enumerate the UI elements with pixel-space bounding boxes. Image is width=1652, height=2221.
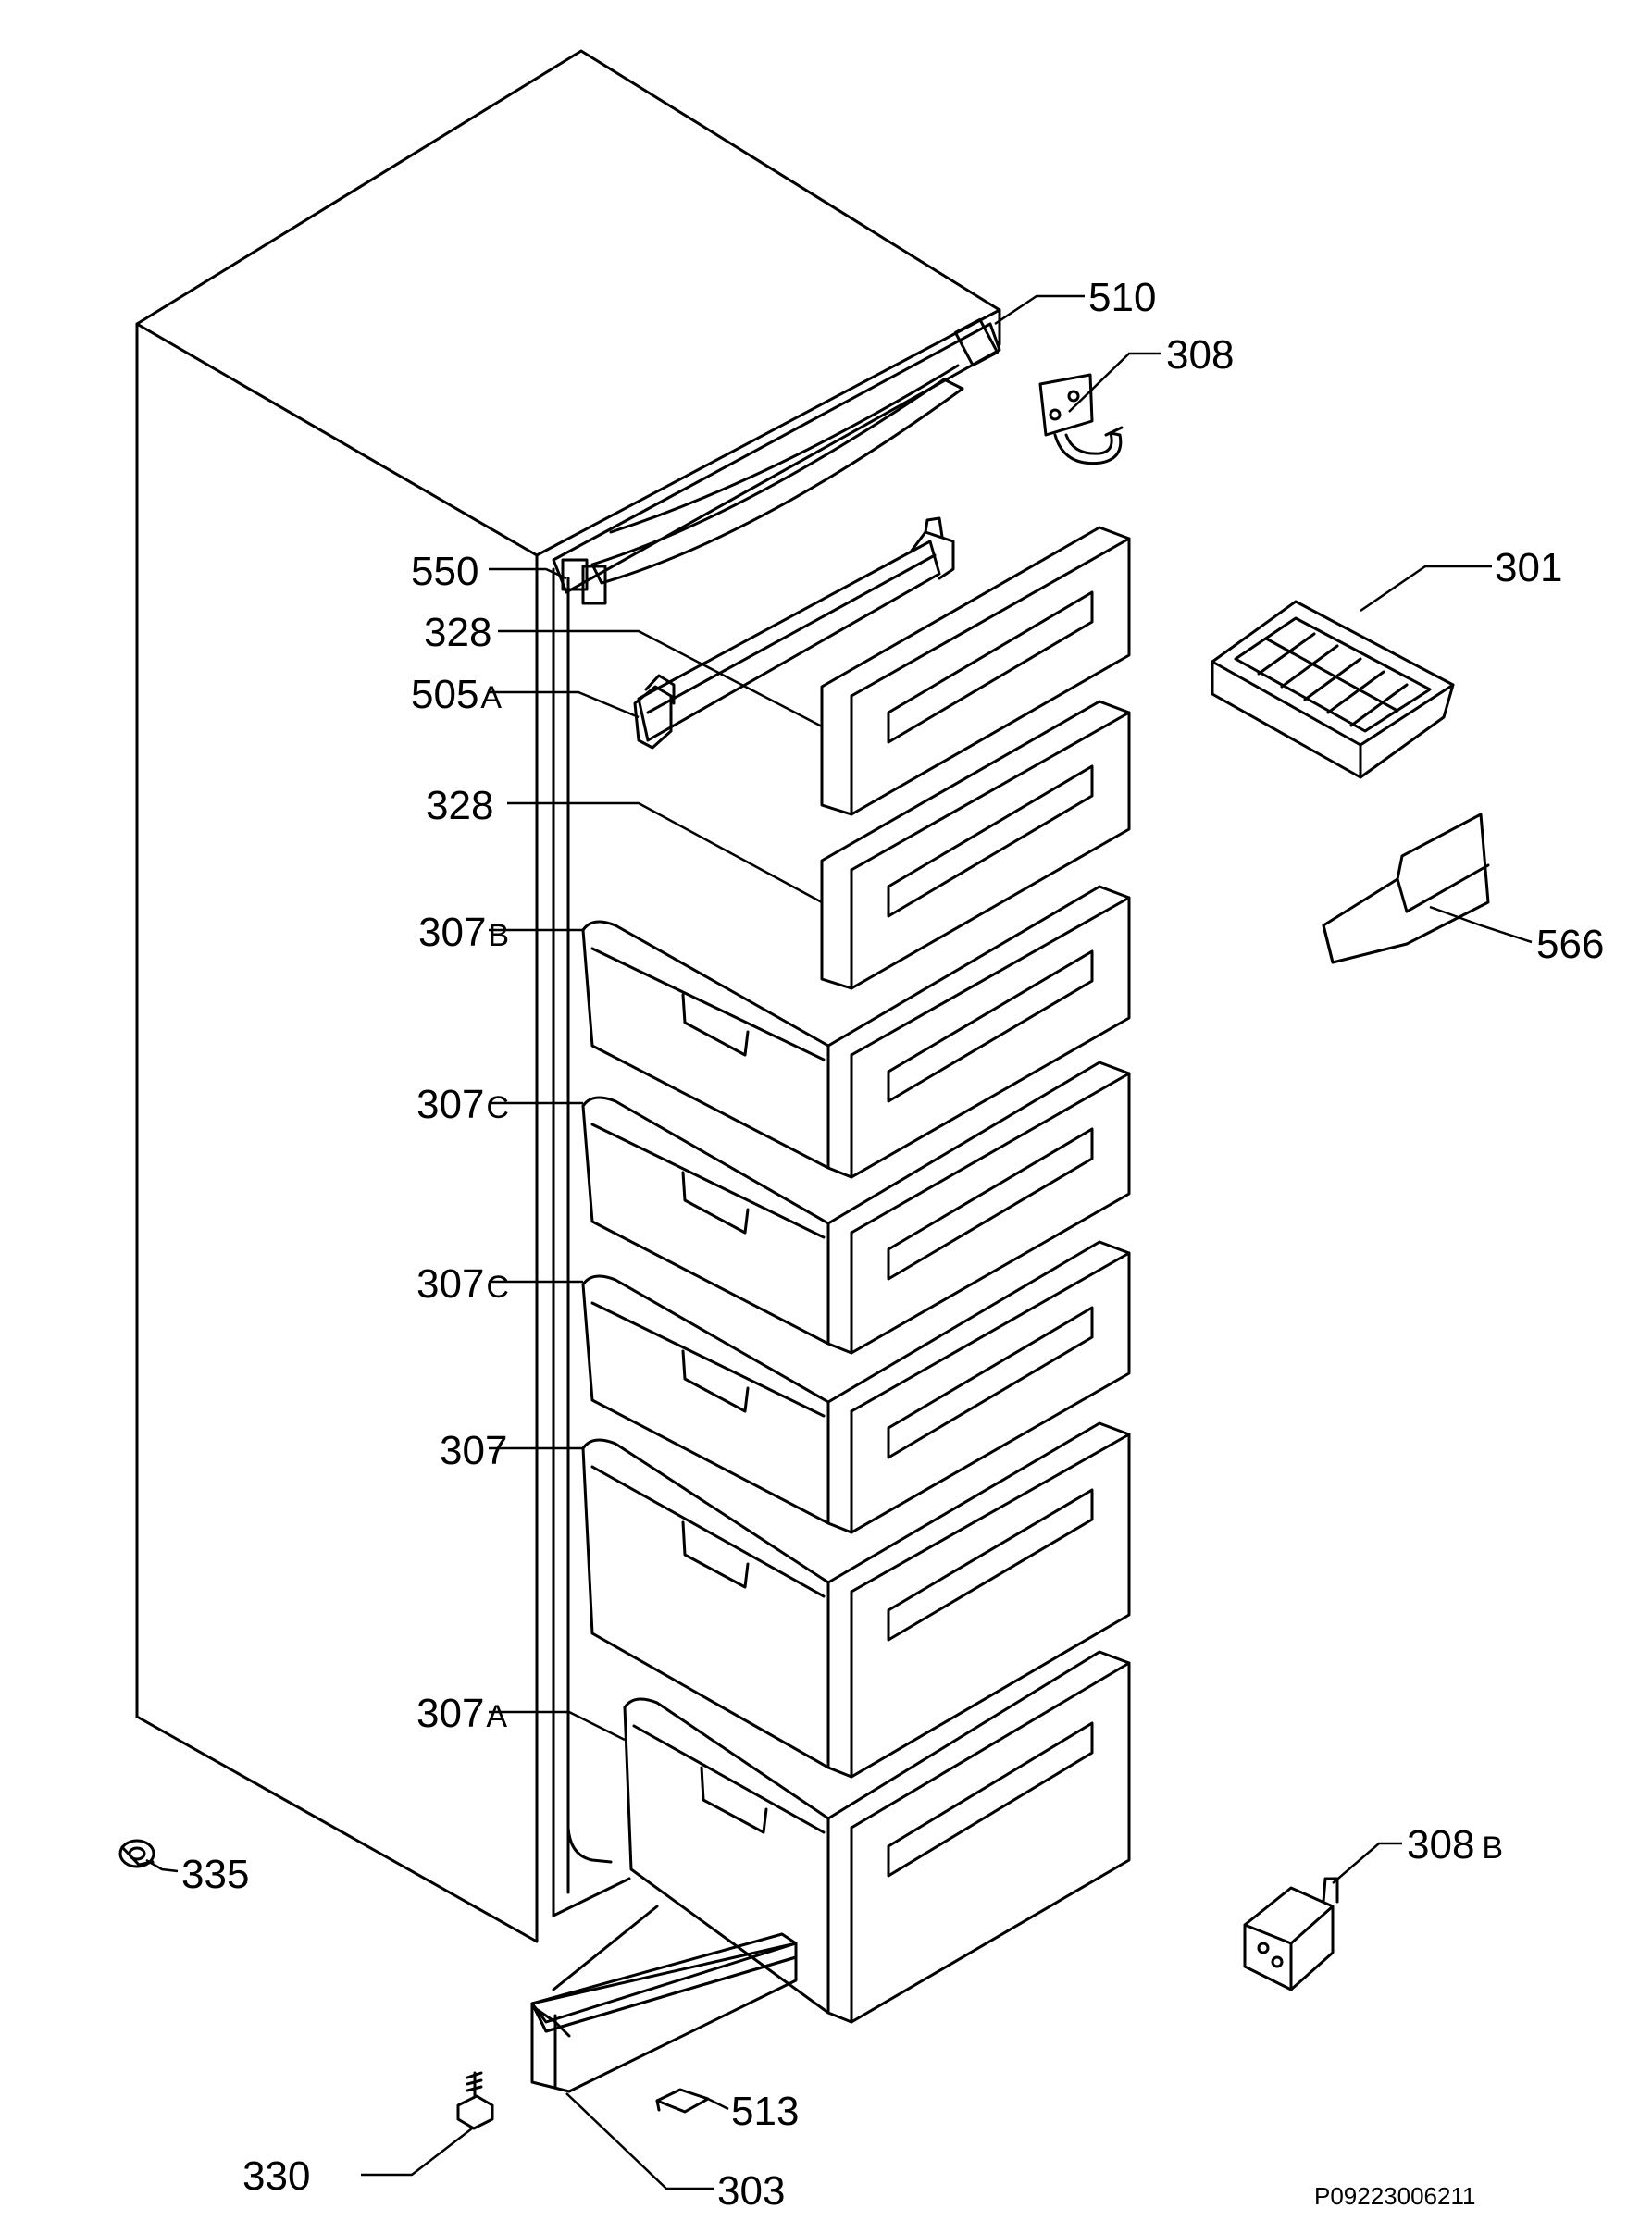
label-510: 510 [1088,275,1156,320]
adjustable-foot [456,2071,494,2130]
callout-leaders [145,294,1533,2190]
label-328-upper: 328 [424,610,491,655]
drawing-code: P09223006211 [1314,2182,1475,2210]
label-301: 301 [1495,545,1562,590]
plinth-cover [530,1905,798,2093]
hinge-bottom [1243,1877,1339,1991]
label-328-lower: 328 [426,783,493,828]
drawer-307B [581,885,1131,1179]
door-frame-top [552,317,1001,605]
drawer-307 [581,1421,1131,1779]
label-330: 330 [242,2153,310,2199]
label-308: 308 [1166,332,1234,378]
plinth-clip [655,2088,710,2114]
label-550: 550 [411,549,478,594]
flap-door-1 [820,526,1131,816]
label-566: 566 [1536,922,1604,967]
label-307B: 307B [418,910,509,955]
label-307A: 307A [416,1691,507,1736]
shelf-bracket [633,516,955,750]
cabinet-body [135,49,1001,1943]
ice-tray [1211,600,1455,779]
spacer-foot [118,1839,155,1868]
label-335: 335 [181,1852,249,1897]
ice-scraper [1322,813,1490,964]
hinge-top [1038,373,1124,465]
callout-labels: 510 308 301 550 328 505A 328 566 307B 30… [181,275,1604,2214]
label-307C-lower: 307C [416,1261,509,1307]
drawer-307C-2 [581,1240,1131,1534]
label-307C-upper: 307C [416,1082,509,1127]
label-513: 513 [731,2089,799,2134]
label-303: 303 [717,2168,785,2214]
label-505A: 505A [411,672,502,717]
flap-door-2 [820,700,1131,990]
drawer-307C-1 [581,1061,1131,1355]
label-307: 307 [440,1428,507,1473]
drawer-307A [623,1650,1131,2024]
